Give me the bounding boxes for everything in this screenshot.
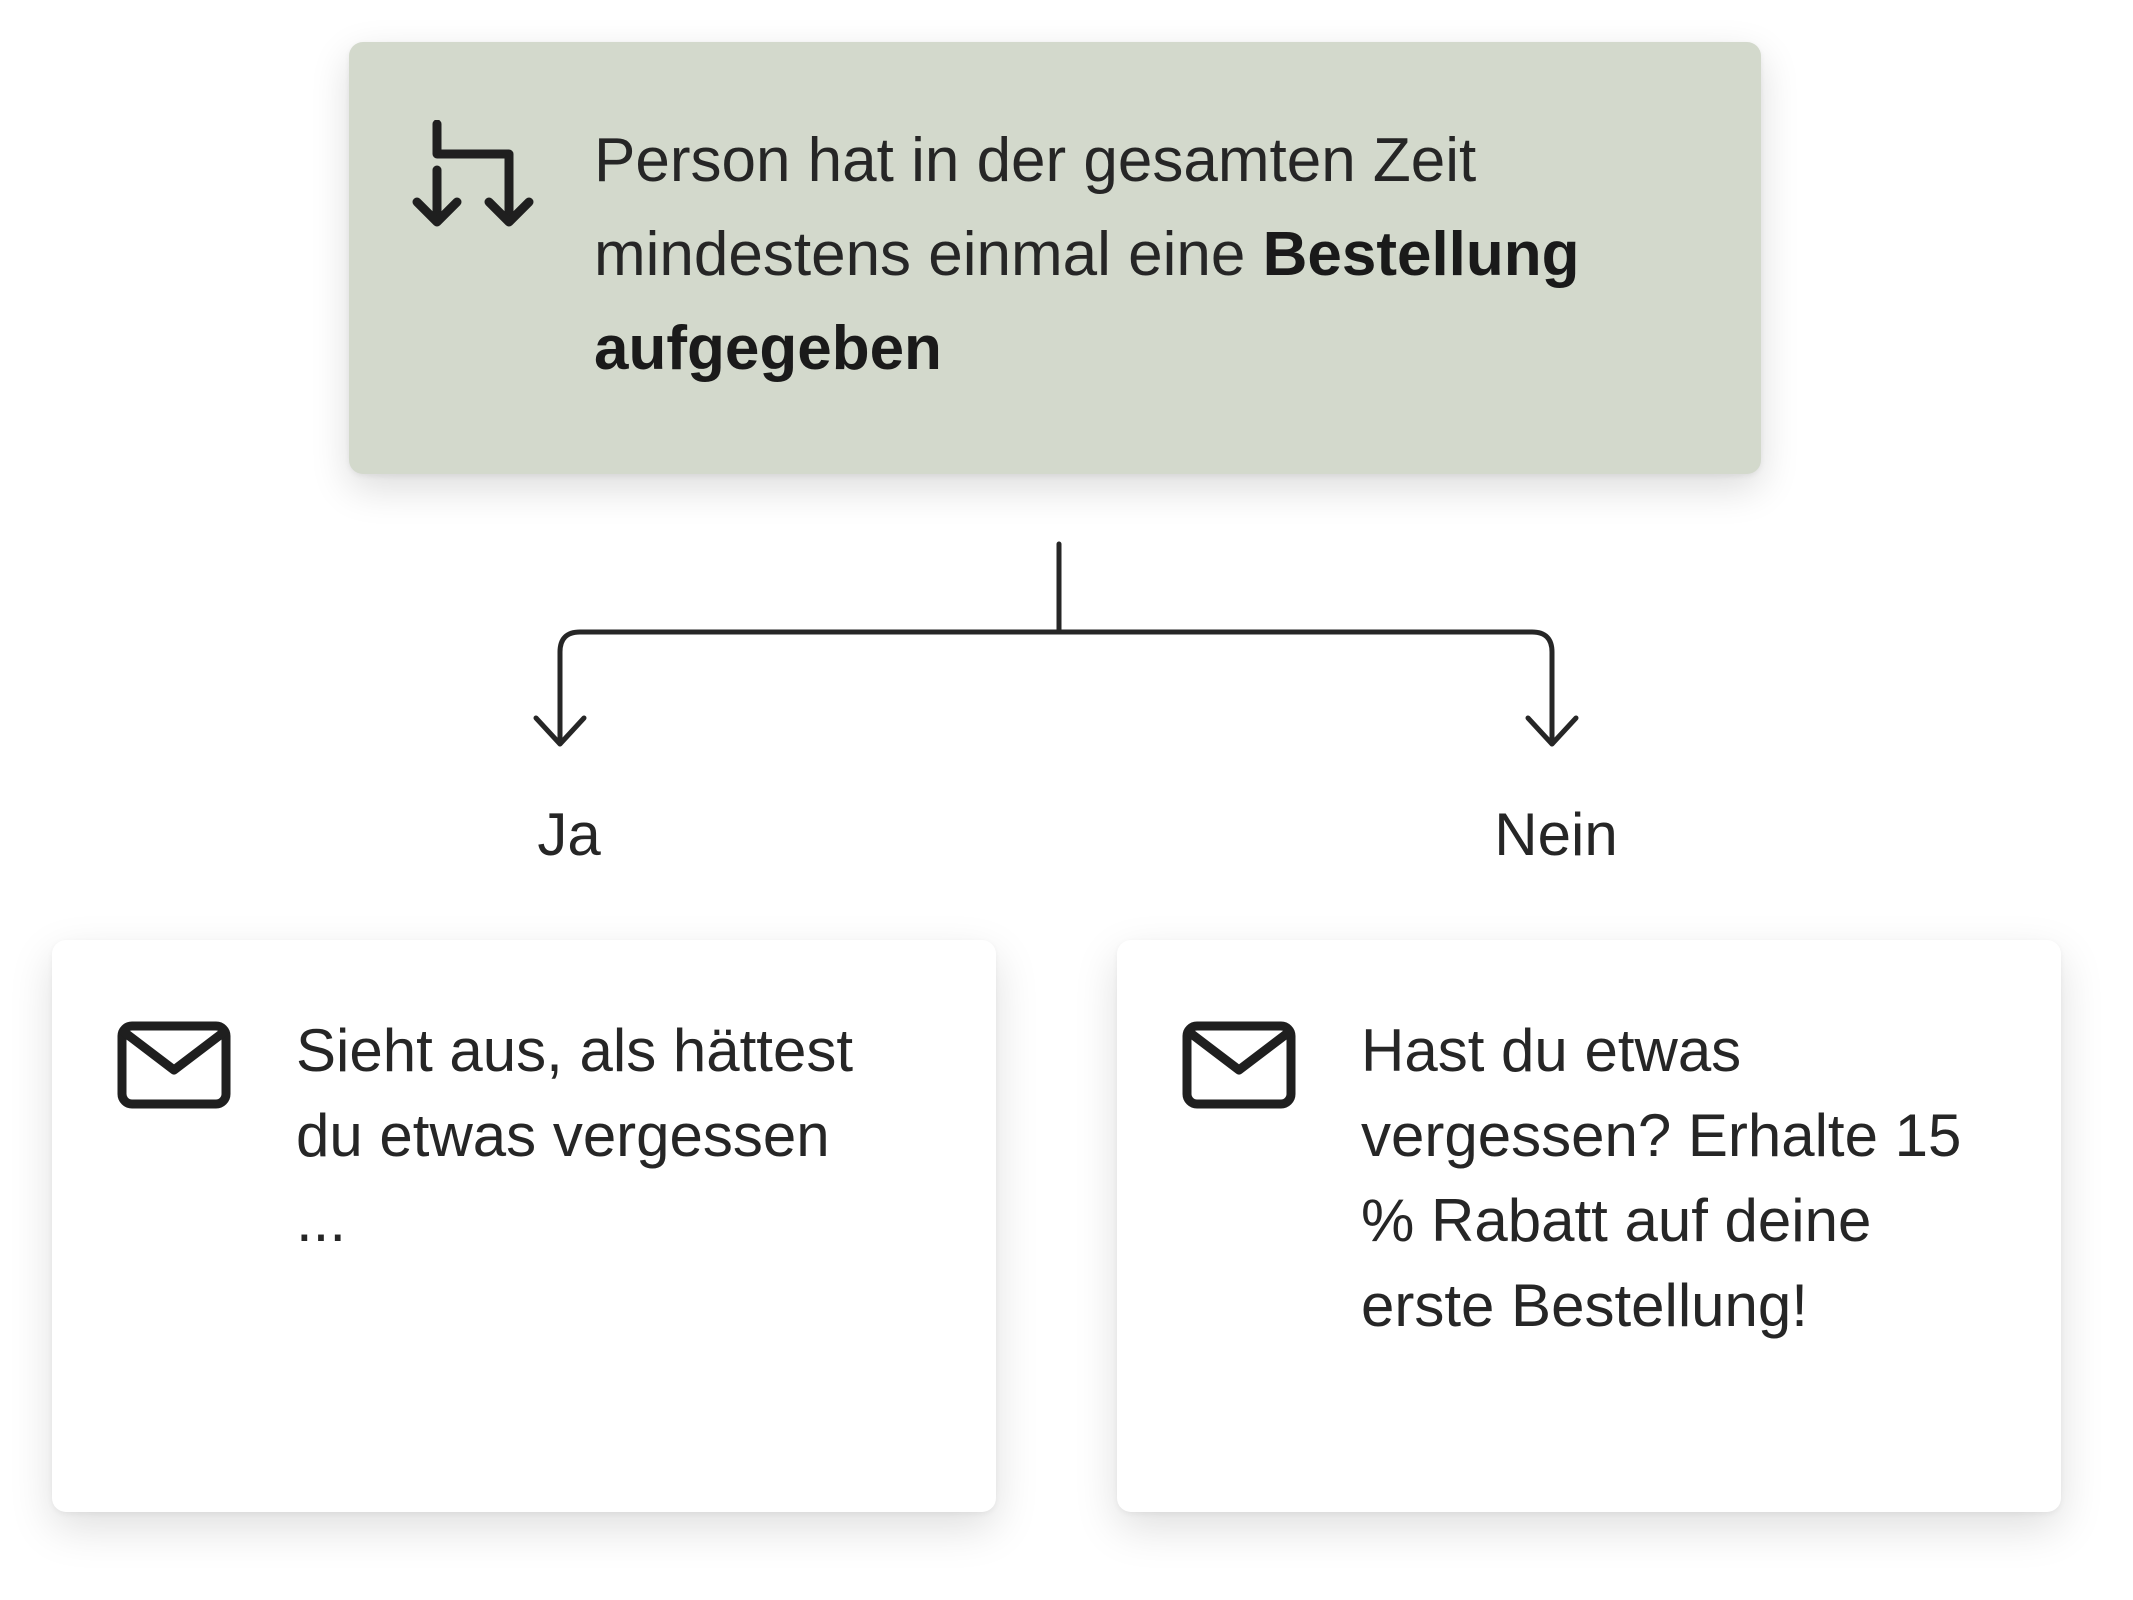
condition-card[interactable]: Person hat in der gesamten Zeit mindeste…: [349, 42, 1761, 474]
branch-label-yes: Ja: [537, 801, 601, 868]
branch-label-no: Nein: [1494, 801, 1618, 868]
condition-text: Person hat in der gesamten Zeit mindeste…: [594, 114, 1714, 396]
condition-text-bold: Bestellung aufgegeben: [594, 220, 1580, 383]
envelope-icon: [117, 1021, 231, 1109]
condition-text-regular: Person hat in der gesamten Zeit mindeste…: [594, 126, 1477, 289]
envelope-icon: [1182, 1021, 1296, 1109]
action-text-yes: Sieht aus, als hättest du etwas vergesse…: [296, 1017, 853, 1254]
action-text-no: Hast du etwas vergessen? Erhalte 15 % Ra…: [1361, 1017, 1962, 1339]
action-card-yes[interactable]: Sieht aus, als hättest du etwas vergesse…: [52, 940, 996, 1512]
action-card-no[interactable]: Hast du etwas vergessen? Erhalte 15 % Ra…: [1117, 940, 2061, 1512]
split-arrows-icon: [412, 120, 534, 227]
